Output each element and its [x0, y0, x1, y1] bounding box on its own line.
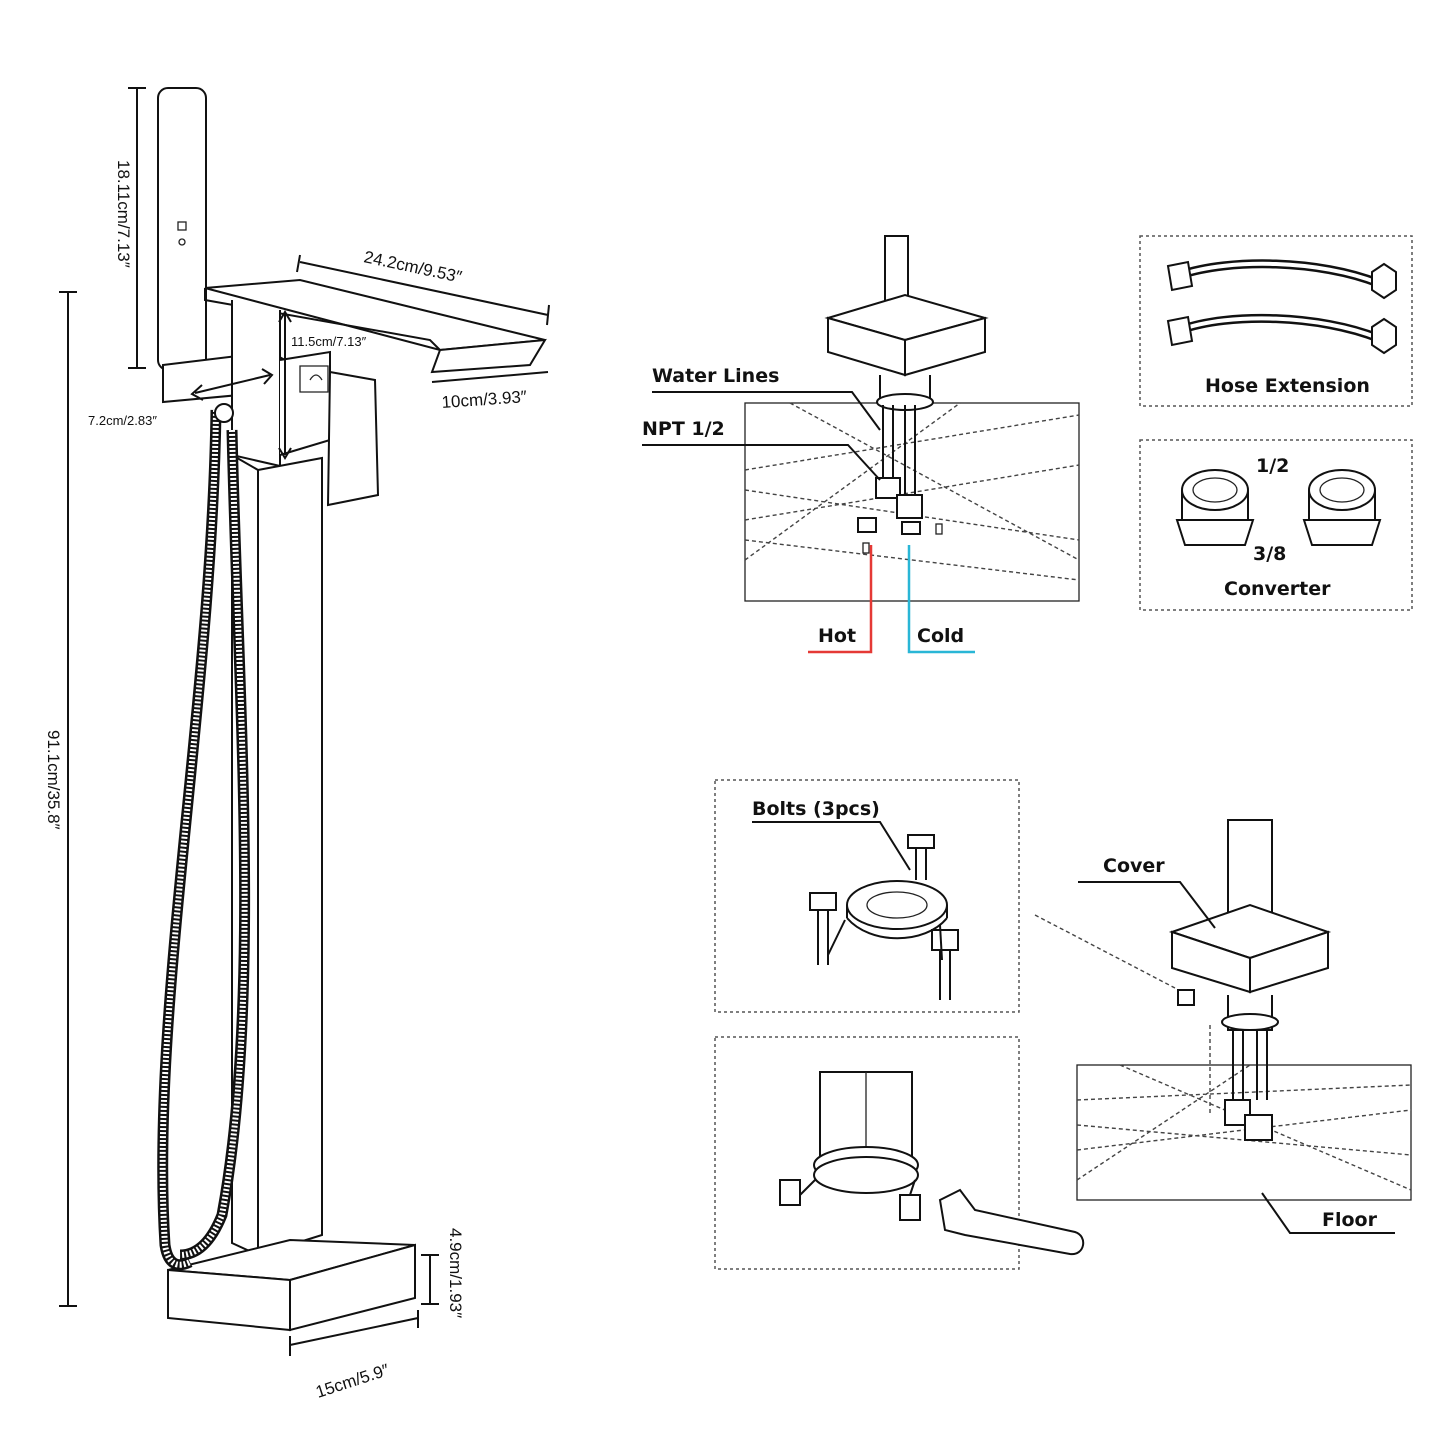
cover-detail: Cover Floor	[1034, 819, 1412, 1234]
converter-icon-left	[1175, 469, 1255, 546]
holder-width-label: 7.2cm/2.83″	[88, 413, 157, 428]
wrench-box	[714, 1036, 1085, 1270]
converter-icon-right	[1302, 469, 1382, 546]
nut-icon	[1177, 989, 1195, 1006]
cold-line	[907, 545, 975, 654]
handshower-height-label: 18.11cm/7.13″	[114, 160, 133, 268]
bolts-box: Bolts (3pcs)	[714, 779, 1020, 1013]
base-width-label: 15cm/5.9″	[313, 1360, 391, 1402]
npt-label: NPT 1/2	[642, 418, 725, 440]
water-supply-detail: Water Lines NPT 1/2 Hot Cold	[642, 235, 1080, 654]
fraction-half: 1/2	[1256, 455, 1289, 477]
hose-extension-label: Hose Extension	[1205, 375, 1370, 397]
hot-line	[808, 545, 873, 654]
faucet-drawing	[157, 87, 547, 1332]
cover-label: Cover	[1103, 855, 1165, 877]
column-front	[257, 456, 323, 1257]
wrench-icon	[938, 1188, 1085, 1256]
mounting-ring	[846, 880, 948, 930]
hose-extension-box: Hose Extension	[1139, 235, 1413, 407]
lever-handle	[326, 370, 380, 507]
dimension-lines	[59, 87, 550, 1356]
spout-to-body-label: 11.5cm/7.13″	[291, 334, 367, 349]
spout-width-label: 10cm/3.93″	[441, 387, 528, 412]
spout-length-label: 24.2cm/9.53″	[362, 247, 463, 286]
floor-label: Floor	[1322, 1209, 1378, 1231]
base-height-label: 4.9cm/1.93″	[446, 1228, 465, 1318]
converter-label: Converter	[1224, 578, 1331, 600]
water-lines-label: Water Lines	[652, 365, 779, 387]
hot-label: Hot	[818, 625, 856, 647]
converter-box: 1/2 3/8 Converter	[1139, 439, 1413, 611]
cold-label: Cold	[917, 625, 964, 647]
fraction-three-eighths: 3/8	[1253, 543, 1286, 565]
bolts-label: Bolts (3pcs)	[752, 798, 880, 820]
total-height-label: 91.1cm/35.8″	[44, 730, 63, 830]
handshower	[157, 87, 207, 371]
spout-outlet	[430, 338, 547, 374]
base-side-left	[167, 1268, 291, 1332]
base-side-front	[289, 1243, 416, 1332]
